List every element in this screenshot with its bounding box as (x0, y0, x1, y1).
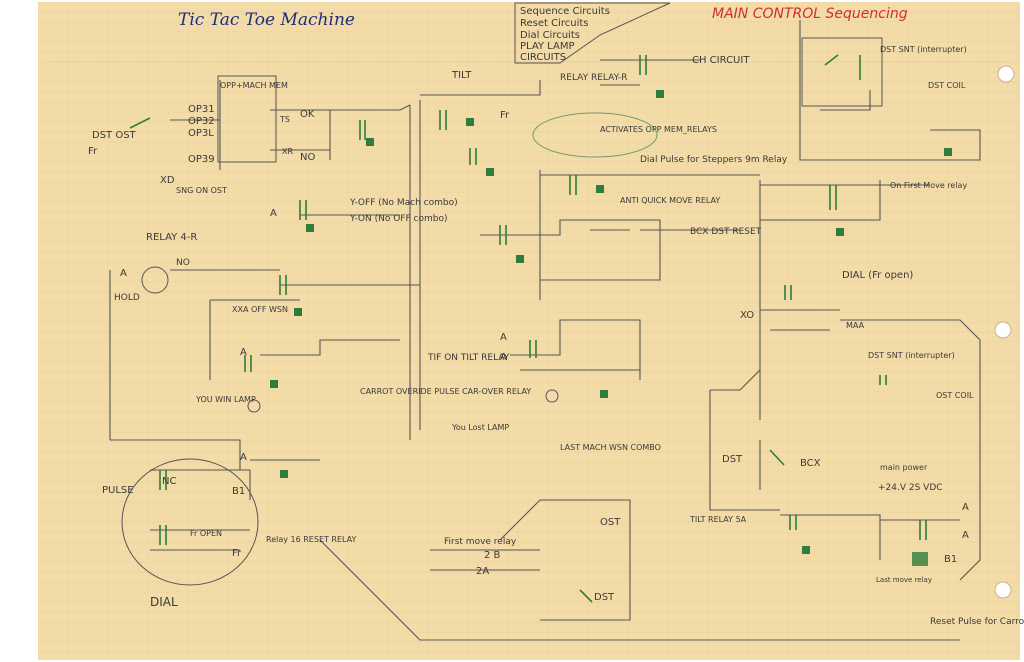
graph-paper-grid (38, 2, 1020, 660)
label-tilt-relay-5a: TILT RELAY 5A (689, 515, 747, 524)
label-anti-quick: ANTI QUICK MOVE RELAY (620, 196, 720, 205)
header-line-2: Reset Circuits (520, 18, 589, 29)
label-pulse: PULSE (102, 485, 134, 496)
label-no: NO (300, 152, 315, 163)
opp-mach-mem-box (217, 75, 277, 163)
label-a-dial: A (240, 452, 247, 463)
label-dst-snt-top: DST SNT (interrupter) (880, 45, 967, 54)
stepper-box-top-right (801, 37, 883, 107)
label-bcx-dst-reset: BCX DST RESET (690, 227, 762, 237)
label-dst-stepper: DST (594, 592, 615, 603)
label-a-mid: A (500, 332, 507, 343)
page-title: Tic Tac Toe Machine (178, 10, 355, 30)
label-dst-snt-mid: DST SNT (interrupter) (868, 351, 955, 360)
label-dial: DIAL (150, 595, 178, 609)
label-main-power: main power (880, 463, 928, 472)
label-dial-pulse: Dial Pulse for Steppers 9m Relay (640, 155, 788, 165)
label-vdc: +24.V 2S VDC (878, 483, 943, 493)
header-box-outline (514, 2, 671, 64)
label-xd-left: XD (160, 175, 175, 186)
label-y-off: Y-OFF (No Mach combo) (349, 198, 458, 208)
label-fr-open: Fr OPEN (190, 529, 222, 538)
paper-sheet (38, 2, 1020, 660)
binder-hole-top (997, 65, 1015, 83)
dial-group-outline (121, 458, 259, 586)
relay-4r-coil-icon (141, 266, 169, 294)
label-sng-on-ost: SNG ON OST (176, 186, 227, 195)
label-you-win: YOU WIN LAMP (195, 395, 256, 404)
relay-coil-large (912, 552, 928, 566)
header-line-1: Sequence Circuits (520, 6, 610, 17)
section-title: MAIN CONTROL Sequencing (712, 6, 908, 22)
label-ch-circuit: CH CIRCUIT (692, 55, 750, 66)
binder-hole-bottom (994, 581, 1012, 599)
label-a-relay-4r: A (120, 268, 127, 279)
label-2a: 2A (476, 566, 489, 577)
label-maa: MAA (846, 321, 865, 330)
header-line-5: CIRCUITS (520, 52, 566, 63)
header-line-3: Dial Circuits (520, 30, 580, 41)
label-tilt: TILT (451, 70, 472, 81)
binder-hole-middle (994, 321, 1012, 339)
label-op3l: OP3L (188, 128, 214, 139)
wiring (109, 20, 981, 641)
header-line-4: PLAY LAMP (520, 41, 574, 52)
label-a-yoff: A (270, 208, 277, 219)
label-reset-pulse: Reset Pulse for Carrot Circuit (930, 617, 1024, 627)
you-win-lamp-icon (247, 399, 261, 413)
label-tilt-on: TIF ON TILT RELAY (427, 353, 510, 363)
label-fr-left: Fr (88, 146, 98, 157)
label-opp-mach-mem: OPP+MACH MEM (220, 81, 288, 90)
label-a-mid2: A (500, 352, 507, 363)
label-nc: NC (162, 476, 176, 487)
label-you-lost: You Lost LAMP (451, 423, 509, 432)
label-a-right-1: A (962, 502, 969, 513)
label-ost-coil: OST COIL (936, 391, 974, 400)
label-relay-4r: RELAY 4-R (146, 232, 197, 243)
label-fr-tilt: Fr (500, 110, 510, 121)
label-no-relay-4r: NO (176, 258, 190, 268)
label-off-wsn: XXA OFF WSN (232, 305, 288, 314)
label-2b: 2 B (484, 550, 501, 561)
label-ost-stepper: OST (600, 517, 621, 528)
you-lost-lamp-icon (545, 389, 559, 403)
label-a-right-2: A (962, 530, 969, 541)
label-bcx-lower: BCX (800, 458, 821, 469)
label-dst-ost: DST OST (92, 130, 137, 141)
label-last-mach: LAST MACH WSN COMBO (560, 443, 661, 452)
label-carrot-override: CARROT OVERIDE PULSE CAR-OVER RELAY (360, 387, 531, 396)
label-ts: TS (279, 115, 290, 124)
label-dst-lower: DST (722, 454, 743, 465)
label-fr-dial: Fr (232, 548, 242, 559)
label-b1-right: B1 (944, 554, 957, 565)
label-ok: OK (300, 109, 315, 120)
label-op39: OP39 (188, 154, 215, 165)
label-a-you-win: A (240, 347, 247, 358)
label-xo: XO (740, 310, 754, 321)
label-op31: OP31 (188, 104, 215, 115)
label-on-first-move: On First Move relay (890, 181, 967, 190)
label-dst-coil-top: DST COIL (928, 81, 966, 90)
label-xr: XR (282, 147, 293, 156)
relay-contacts (129, 54, 927, 603)
activates-opp-cloud (532, 112, 658, 158)
label-last-move-relay: Last move relay (876, 576, 932, 584)
label-b1-dial: B1 (232, 486, 245, 497)
label-dial-fr-open: DIAL (Fr open) (842, 270, 913, 281)
label-hold: HOLD (114, 293, 140, 303)
label-op32: OP32 (188, 116, 215, 127)
label-relay-r: RELAY RELAY-R (560, 73, 628, 83)
label-relay-16: Relay 16 RESET RELAY (266, 535, 357, 544)
label-y-on: Y-ON (No OFF combo) (349, 214, 447, 224)
label-first-move-relay: First move relay (444, 537, 517, 547)
labels: DST OST Fr OPP+MACH MEM OP31 OP32 OP3L O… (88, 45, 1024, 627)
label-activates-opp: ACTIVATES OPP MEM_RELAYS (600, 125, 717, 134)
coils (121, 37, 952, 586)
